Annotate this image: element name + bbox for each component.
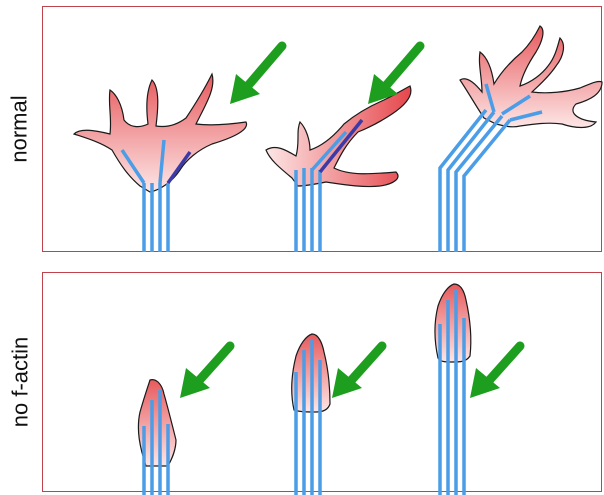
growth-cone-3-normal — [440, 26, 602, 252]
growth-cone-1-normal — [74, 74, 247, 252]
growth-direction-arrow-icon — [470, 346, 520, 398]
growth-cone-2-no-f-actin — [292, 334, 330, 495]
growth-direction-arrow-icon — [230, 46, 282, 104]
growth-direction-arrow-icon — [368, 46, 420, 104]
growth-direction-arrow-icon — [332, 346, 382, 398]
growth-cone-2-normal — [266, 86, 411, 252]
growth-cone-3-no-f-actin — [435, 284, 471, 495]
growth-cone-1-no-f-actin — [138, 380, 176, 495]
growth-direction-arrow-icon — [180, 346, 230, 398]
